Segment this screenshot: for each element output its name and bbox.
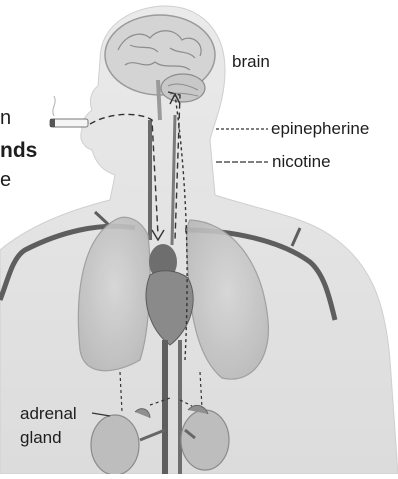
nicotine-label: nicotine [272, 153, 331, 170]
brain-label: brain [232, 53, 270, 70]
cropped-text-line3: e [0, 170, 11, 190]
cropped-text-line2: nds [0, 140, 37, 161]
epinephrine-label: epinepherine [271, 120, 369, 137]
adrenal-label-line2: gland [20, 429, 62, 446]
adrenal-label-line1: adrenal [20, 405, 77, 422]
cropped-text-line1: n [0, 108, 11, 128]
cigarette [50, 96, 88, 127]
